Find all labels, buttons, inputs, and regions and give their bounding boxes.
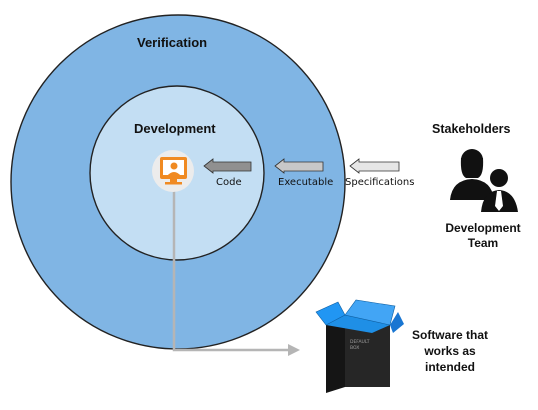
- stakeholder-people-icon: [450, 149, 518, 212]
- development-team-line2: Team: [467, 236, 499, 250]
- product-label-line2: works as: [424, 344, 476, 358]
- box-print-line1: DEFAULT: [350, 339, 370, 345]
- box-print-line2: BOX: [350, 345, 359, 351]
- specifications-arrow: [349, 158, 400, 174]
- code-label: Code: [216, 177, 242, 188]
- development-label: Development: [134, 121, 216, 136]
- specifications-label: Specifications: [345, 177, 415, 188]
- code-arrow: [203, 158, 252, 174]
- connector-arrowhead: [288, 344, 300, 356]
- product-label-line1: Software that: [411, 328, 488, 342]
- product-label: Software that works as intended: [405, 327, 495, 375]
- development-team-label: Development Team: [437, 221, 529, 251]
- executable-label: Executable: [278, 177, 334, 188]
- verification-label: Verification: [137, 35, 208, 50]
- development-team-line1: Development: [445, 221, 521, 235]
- executable-arrow: [274, 158, 324, 174]
- product-label-line3: intended: [425, 360, 475, 374]
- connector-line: [172, 190, 288, 352]
- software-box-icon: [315, 299, 404, 393]
- developer-at-computer-icon: [152, 150, 194, 192]
- stakeholders-label: Stakeholders: [432, 122, 511, 136]
